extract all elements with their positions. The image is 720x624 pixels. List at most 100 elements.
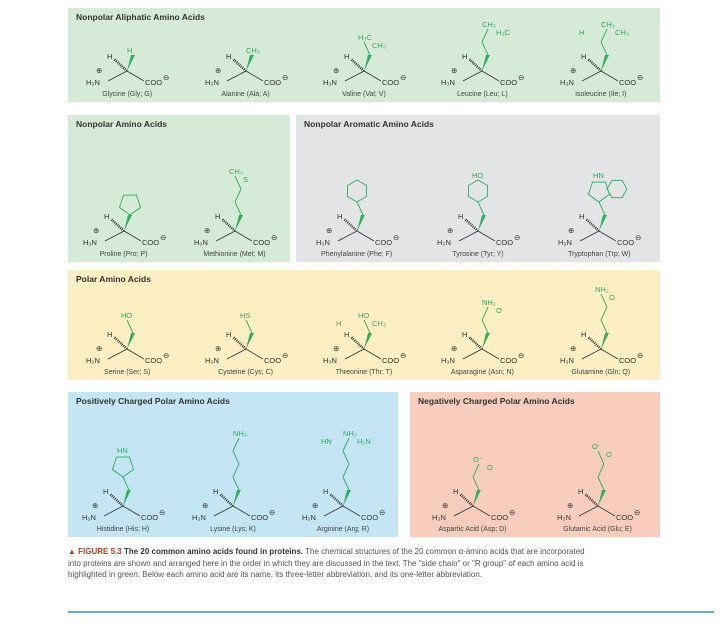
negative-charge-icon: ⊖ (160, 233, 166, 242)
amino-acid-name: Glutamine (Gln; Q) (571, 369, 631, 376)
side-chain-bond (600, 306, 608, 321)
hashed-bond (464, 218, 479, 232)
wedge-bond (123, 490, 131, 506)
negative-charge-icon: ⊖ (518, 351, 524, 360)
positive-charge-icon: ⊕ (570, 66, 576, 75)
negative-charge-icon: ⊖ (400, 351, 406, 360)
side-chain-bond (342, 463, 350, 478)
amino-acid-name: Cysteine (Cys; C) (218, 369, 273, 376)
positive-charge-icon: ⊕ (442, 501, 448, 510)
amine-group: H₃N (83, 238, 97, 247)
bond (213, 505, 234, 517)
side-chain-bond (232, 450, 240, 465)
side-chain-label: O (606, 450, 612, 459)
amine-group: H₃N (441, 78, 455, 87)
amino-acid-name: Alanine (Ala; A) (221, 91, 270, 98)
wedge-bond (472, 490, 481, 506)
figure-label: ▲ FIGURE 5.3 (68, 547, 122, 556)
panel-title: Polar Amino Acids (76, 274, 151, 284)
wedge-bond (234, 215, 243, 231)
amine-group: H₃N (441, 356, 455, 365)
wedge-bond (343, 490, 351, 506)
bond (482, 348, 500, 360)
bond (245, 348, 263, 360)
side-chain-label: HN (117, 446, 128, 455)
alpha-hydrogen: H (213, 487, 218, 496)
amine-group: H₃N (316, 238, 330, 247)
bond (232, 505, 251, 517)
side-chain-label: CH₃ (482, 20, 496, 29)
amine-group: H₃N (194, 238, 208, 247)
bond (245, 70, 263, 82)
wedge-bond (597, 490, 606, 506)
bond (580, 230, 600, 242)
amino-acid-name: Asparagine (Asn; N) (450, 369, 514, 376)
side-chain-label: H (579, 28, 584, 37)
positive-charge-icon: ⊕ (204, 226, 210, 235)
bond (123, 230, 141, 242)
carboxylate-group: COO (500, 356, 517, 365)
positive-charge-icon: ⊕ (215, 66, 221, 75)
bond (363, 348, 382, 360)
side-chain-label: HN (321, 437, 332, 446)
hashed-bond (329, 493, 344, 507)
alpha-hydrogen: H (107, 52, 112, 61)
side-chain-bond (597, 463, 604, 478)
benzene-ring (468, 179, 488, 203)
side-chain-bond (481, 41, 489, 56)
side-chain-bond (126, 319, 134, 334)
side-chain-bond (356, 201, 364, 216)
bond (581, 348, 601, 360)
side-chain-label: H₂N (357, 437, 371, 446)
amine-group: H₃N (323, 78, 337, 87)
bond (578, 505, 598, 517)
amine-group: H₃N (323, 356, 337, 365)
carboxylate-group: COO (619, 356, 636, 365)
hashed-bond (585, 218, 601, 232)
hashed-bond (113, 58, 129, 72)
bond (597, 505, 615, 517)
alpha-hydrogen: H (103, 487, 108, 496)
bond (342, 505, 361, 517)
alpha-hydrogen: H (107, 330, 112, 339)
amino-acid-name: Proline (Pro; P) (99, 251, 148, 258)
amine-group: H₃N (558, 238, 572, 247)
bond (458, 230, 479, 242)
alpha-hydrogen: H (453, 487, 458, 496)
hashed-bond (350, 58, 365, 72)
negative-charge-icon: ⊖ (518, 73, 524, 82)
negative-charge-icon: ⊖ (269, 508, 275, 517)
side-chain-bond (342, 476, 350, 491)
alpha-hydrogen: H (226, 330, 231, 339)
positive-charge-icon: ⊕ (202, 501, 208, 510)
bond (363, 70, 382, 82)
carboxylate-group: COO (251, 513, 268, 522)
panel-title: Nonpolar Amino Acids (76, 119, 167, 129)
amine-group: H₃N (437, 238, 451, 247)
bond (463, 348, 483, 360)
bond (215, 230, 235, 242)
side-chain-bond (234, 175, 241, 190)
carboxylate-group: COO (141, 513, 158, 522)
negative-charge-icon: ⊖ (637, 73, 643, 82)
bond (108, 70, 128, 82)
positive-charge-icon: ⊕ (215, 344, 221, 353)
carboxylate-group: COO (361, 513, 378, 522)
alpha-hydrogen: H (462, 330, 467, 339)
amine-group: H₃N (192, 513, 206, 522)
bond (103, 505, 124, 517)
positive-charge-icon: ⊕ (333, 66, 339, 75)
